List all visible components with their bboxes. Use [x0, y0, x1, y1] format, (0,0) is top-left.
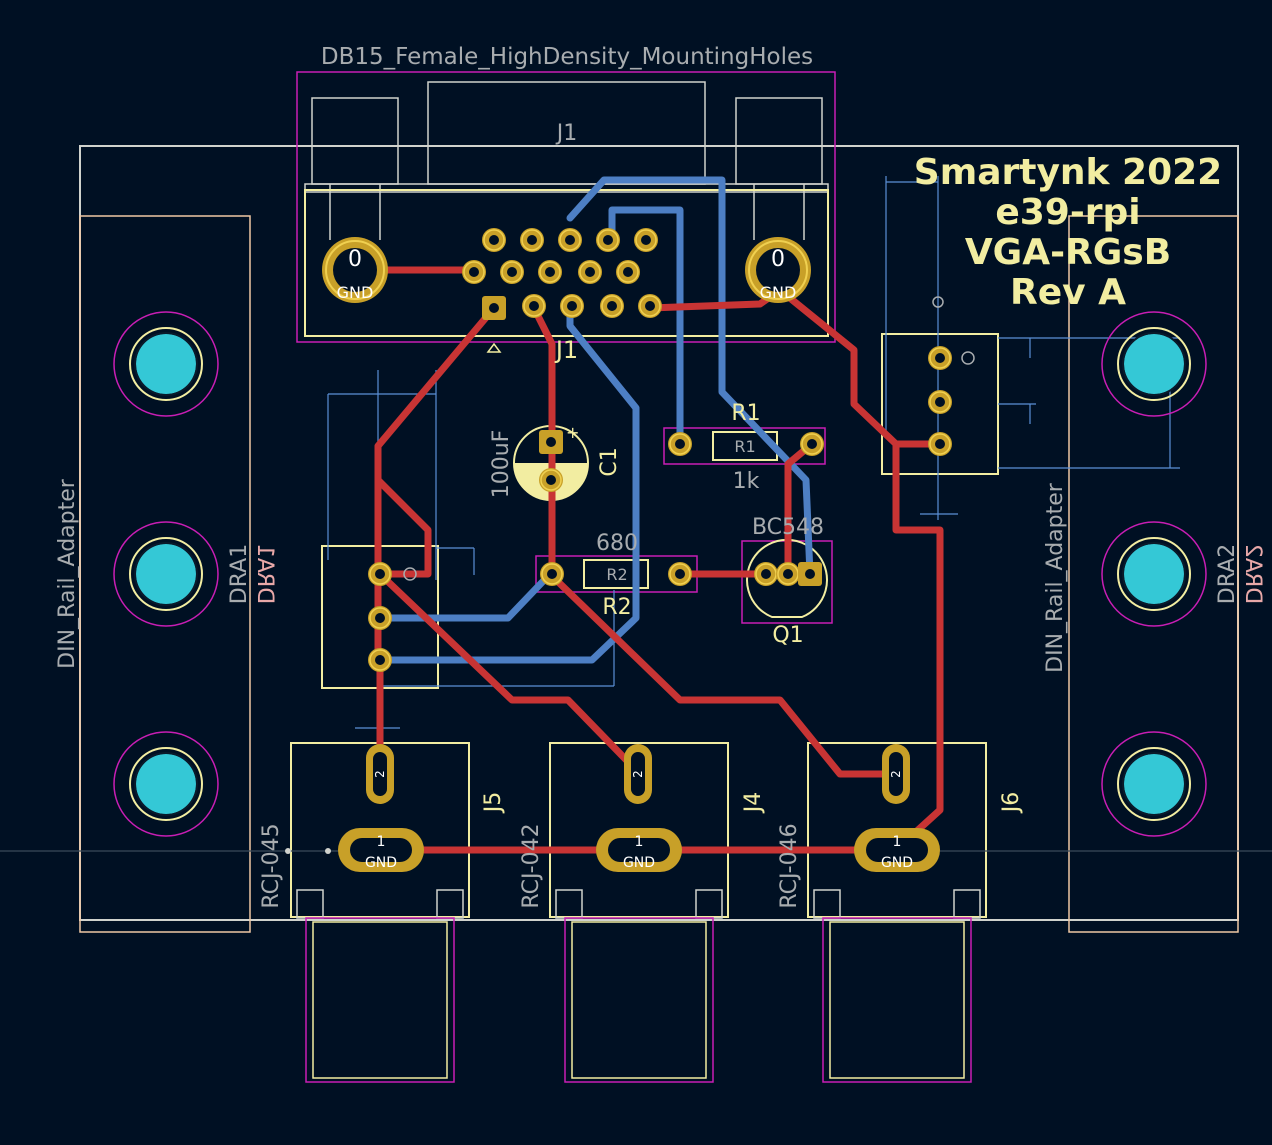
q1-pads[interactable] — [753, 561, 822, 587]
pot-left-pads[interactable] — [367, 561, 393, 673]
db15-connector-outline — [304, 81, 829, 240]
dra2-value: DIN_Rail_Adapter — [1043, 482, 1068, 673]
q1-value: BC548 — [752, 515, 824, 540]
rca-j6-two: 2 — [889, 770, 903, 778]
dra1-ref: DRA1 — [227, 544, 252, 604]
pot-right-pads[interactable] — [927, 345, 953, 457]
silk-title-line4: Rev A — [1010, 272, 1126, 313]
rca-j4-one: 1 — [635, 834, 644, 850]
j1-silk-ref: J1 — [554, 336, 578, 364]
dra1-hole-bottom — [113, 731, 219, 837]
r1-value: 1k — [733, 469, 760, 494]
rca-j5-one: 1 — [377, 834, 386, 850]
r2-body — [583, 559, 649, 589]
j6-ref: J6 — [999, 792, 1024, 815]
pot-left-dimension-marker — [403, 567, 417, 581]
dra2-back-ref: DRA2 — [1240, 544, 1265, 604]
db15-mount-pad-left[interactable] — [322, 237, 388, 303]
db15-mount-pad-right[interactable] — [745, 237, 811, 303]
c1-pads[interactable] — [538, 430, 564, 493]
r1-body-label: R1 — [734, 437, 755, 456]
j4-value: RCJ-042 — [519, 823, 544, 908]
rca-jack-outlines — [290, 742, 987, 1083]
c1-value: 100uF — [489, 430, 514, 499]
dra1-hole-middle — [113, 521, 219, 627]
db15-pins[interactable] — [461, 227, 663, 320]
c1-ref: C1 — [597, 447, 622, 476]
dra2-hole-top — [1101, 311, 1207, 417]
j5-ref: J5 — [481, 792, 506, 815]
dra2-hole-middle — [1101, 521, 1207, 627]
r2-value: 680 — [596, 531, 638, 556]
pot-right-dimension-marker — [961, 351, 975, 365]
c1-polarity-plus: + — [566, 423, 579, 442]
rca-j4-two: 2 — [631, 770, 645, 778]
origin-marker-2 — [325, 848, 331, 854]
rca-j5-gnd: GND — [365, 855, 397, 871]
back-copper-tracks — [384, 176, 814, 664]
gnd-label-right: GND — [760, 283, 797, 302]
dra2-hole-bottom — [1101, 731, 1207, 837]
dra1-hole-top — [113, 311, 219, 417]
r2-body-label: R2 — [606, 565, 627, 584]
pot-right-dimension-marker-top — [932, 296, 944, 308]
rca-pads[interactable] — [338, 744, 940, 872]
j6-value: RCJ-046 — [777, 823, 802, 908]
r2-ref: R2 — [602, 595, 631, 620]
rca-j4-gnd: GND — [623, 855, 655, 871]
rca-j6-one: 1 — [893, 834, 902, 850]
j5-value: RCJ-045 — [259, 823, 284, 908]
dra1-outline — [79, 215, 251, 933]
j4-ref: J4 — [741, 792, 766, 815]
db15-silk-body — [304, 189, 829, 337]
r1-courtyard — [663, 427, 826, 465]
silk-title-line2: e39-rpi — [995, 192, 1140, 233]
q1-ref: Q1 — [772, 623, 803, 648]
zero-label-right: 0 — [771, 247, 785, 272]
rca-j5-two: 2 — [373, 770, 387, 778]
j1-fab-ref: J1 — [555, 121, 578, 146]
r1-ref: R1 — [731, 401, 760, 426]
dra1-value: DIN_Rail_Adapter — [55, 478, 80, 669]
dra1-back-ref: DRA1 — [252, 544, 277, 604]
rca-j6-gnd: GND — [881, 855, 913, 871]
db15-footprint-name: DB15_Female_HighDensity_MountingHoles — [321, 44, 813, 70]
db15-courtyard — [296, 71, 836, 343]
gnd-label-left: GND — [337, 283, 374, 302]
origin-marker — [285, 848, 291, 854]
silk-title-line1: Smartynk 2022 — [914, 152, 1222, 193]
dra2-ref: DRA2 — [1215, 544, 1240, 604]
db15-pin1-marker — [486, 342, 502, 353]
zero-label-left: 0 — [348, 247, 362, 272]
silk-title-line3: VGA-RGsB — [965, 232, 1171, 273]
dra2-outline — [1068, 215, 1239, 933]
